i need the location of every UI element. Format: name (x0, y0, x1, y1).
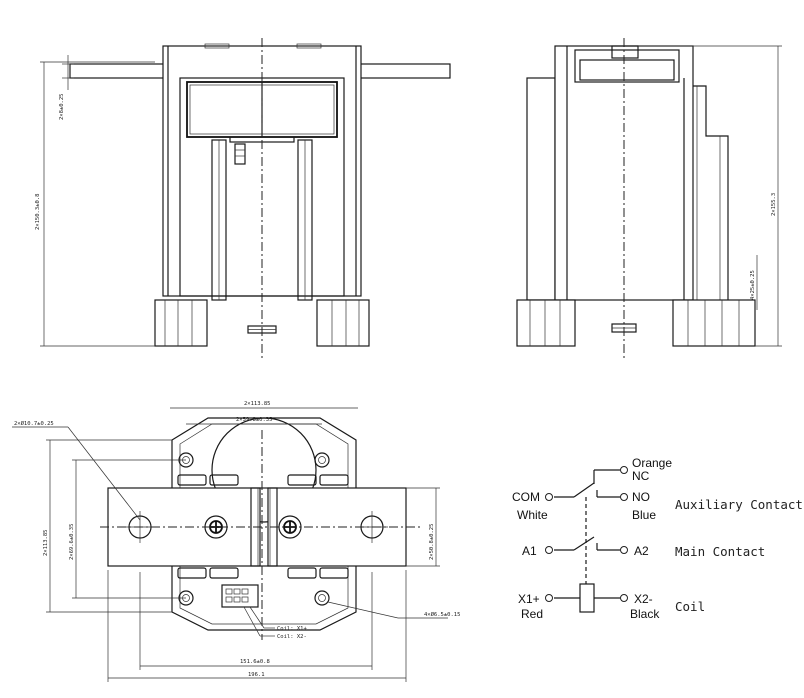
front-dim-height: 2×150.3±0.8 (35, 194, 41, 230)
bottom-dome (211, 417, 317, 523)
bottom-slots (177, 474, 349, 579)
bottom-dim-outer: 196.1 (248, 672, 265, 678)
front-dim-terminal: 2×8±0.25 (59, 94, 65, 121)
label-black: Black (630, 607, 660, 621)
label-red: Red (521, 607, 543, 621)
label-coil: Coil (675, 599, 705, 614)
bottom-flange (171, 417, 357, 631)
coil-neg-label: Coil: X2- (277, 634, 307, 640)
front-foot-right (316, 299, 370, 347)
bottom-dim-width-inner: 2×59.8±0.35 (236, 417, 272, 423)
bottom-dim-width-top: 2×113.85 (244, 401, 271, 407)
bottom-dim-right: 2×50.8±0.25 (429, 524, 435, 560)
bottom-dim-inner: 151.6±0.8 (240, 659, 270, 665)
label-nc: NC (632, 469, 650, 483)
coil-symbol (579, 583, 595, 613)
side-foot-left (516, 299, 576, 347)
side-foot-right (672, 299, 756, 347)
label-orange: Orange (632, 456, 672, 470)
label-a1: A1 (522, 544, 537, 558)
side-dim-foot: 4×25±0.25 (750, 270, 756, 300)
front-view: 2×150.3±0.8 2×8±0.25 (35, 38, 451, 358)
label-com: COM (512, 490, 540, 504)
bottom-dim-left-inner: 2×69.6±0.35 (69, 524, 75, 560)
label-auxiliary-contact: Auxiliary Contact (675, 497, 803, 512)
wiring-schematic: Orange NC COM White NO Blue Auxiliary Co… (512, 456, 803, 621)
side-housing (554, 45, 694, 301)
port-com (545, 493, 553, 501)
port-no (620, 493, 628, 501)
label-no: NO (632, 490, 650, 504)
front-foot-left (154, 299, 208, 347)
bottom-connector (221, 584, 259, 608)
side-view: 2×155.3 4×25±0.25 (516, 38, 782, 358)
label-blue: Blue (632, 508, 656, 522)
port-a2 (620, 546, 628, 554)
coil-pos-label: Coil: X1+ (277, 626, 307, 632)
port-a1 (545, 546, 553, 554)
port-nc (620, 466, 628, 474)
label-a2: A2 (634, 544, 649, 558)
label-x2: X2- (634, 592, 653, 606)
side-body-left (526, 77, 556, 301)
bottom-dim-left-outer: 2×113.85 (43, 530, 49, 557)
bottom-view: 2×113.85 2×59.8±0.35 2×Ø10.7±0.25 2×113.… (12, 401, 460, 682)
bottom-dim-hole-large: 2×Ø10.7±0.25 (14, 420, 54, 427)
label-x1: X1+ (518, 592, 540, 606)
label-white: White (517, 508, 548, 522)
bottom-dim-hole-small: 4×Ø6.5±0.15 (424, 611, 460, 618)
label-main-contact: Main Contact (675, 544, 765, 559)
side-dim-height: 2×155.3 (771, 193, 777, 216)
port-x2 (620, 594, 628, 602)
port-x1 (545, 594, 553, 602)
